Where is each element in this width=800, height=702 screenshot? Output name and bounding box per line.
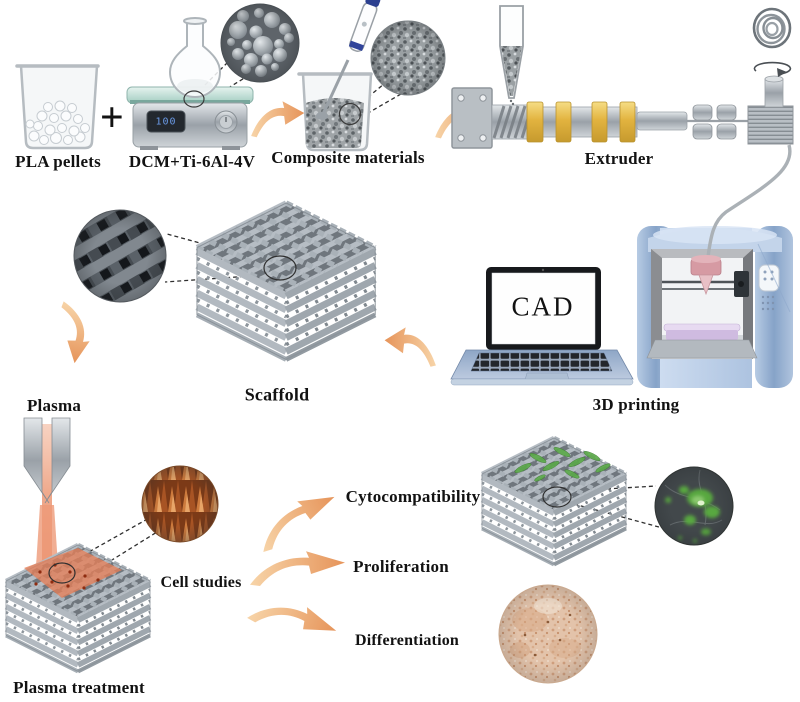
cell-arrow-down [246, 587, 341, 652]
label-composite-materials: Composite materials [271, 148, 425, 167]
pla-beaker-icon [15, 64, 100, 150]
cad-laptop-icon [450, 267, 634, 386]
plasma-nozzle-icon [23, 417, 71, 504]
green-cells-inset-circle [654, 466, 734, 546]
scaffold-sem-inset-circle [73, 209, 167, 303]
beaker-zoom-marker [338, 102, 362, 126]
filament-tube [706, 144, 792, 258]
titanium-powder-inset-circle [220, 3, 300, 83]
plasma-surface-inset-circle [141, 465, 219, 543]
label-dcm-ti: DCM+Ti-6Al-4V [128, 152, 256, 171]
laptop-keyboard [470, 352, 613, 372]
histology-inset-circle [498, 584, 598, 684]
scaffold-zoom-marker [263, 255, 297, 281]
label-pla-pellets: PLA pellets [15, 152, 101, 171]
flow-arrow-down [52, 301, 96, 366]
laptop-screen [491, 272, 596, 345]
plasma-scaffold-icon [6, 545, 150, 671]
label-differentiation: Differentiation [354, 632, 460, 649]
cad-screen-text: CAD [511, 291, 575, 322]
hopper-icon [499, 5, 524, 106]
plasma-beam [36, 424, 58, 566]
plus-sign: + [99, 95, 125, 141]
composite-beaker-icon [297, 0, 381, 152]
label-plasma: Plasma [26, 396, 82, 415]
heater-bands [526, 101, 636, 143]
printer-panel [758, 264, 780, 292]
rotation-arrow-icon [753, 61, 792, 75]
flask-zoom-marker [183, 90, 205, 108]
label-scaffold: Scaffold [244, 384, 310, 405]
cell-arrow-up [250, 486, 344, 554]
flask-icon [168, 17, 222, 108]
print-bed [663, 323, 741, 332]
scaffold-icon [197, 203, 375, 359]
green-scaffold-icon [482, 438, 626, 564]
screw-extruder-icon [451, 5, 794, 149]
label-proliferation: Proliferation [353, 557, 449, 576]
cell-arrow-mid [250, 551, 345, 586]
hotplate-display: 100 [155, 116, 177, 128]
flow-arrow-left [384, 327, 436, 367]
pull-rollers [692, 104, 737, 140]
label-cell-studies: Cell studies [160, 574, 242, 591]
flow-arrow-1 [251, 101, 305, 138]
label-plasma-treatment: Plasma treatment [13, 678, 145, 697]
cells-zoom-marker [542, 486, 572, 508]
plasma-zoom-marker [48, 562, 76, 584]
filament-coil-icon [752, 7, 792, 49]
winding-spool-icon [747, 61, 794, 145]
thermometer-icon [348, 0, 381, 52]
composite-granule-inset-circle [370, 20, 446, 96]
label-extruder: Extruder [584, 149, 654, 168]
label-3d-printing: 3D printing [592, 395, 680, 414]
3d-printer-icon [637, 144, 793, 388]
label-cytocompatibility: Cytocompatibility [345, 487, 481, 506]
